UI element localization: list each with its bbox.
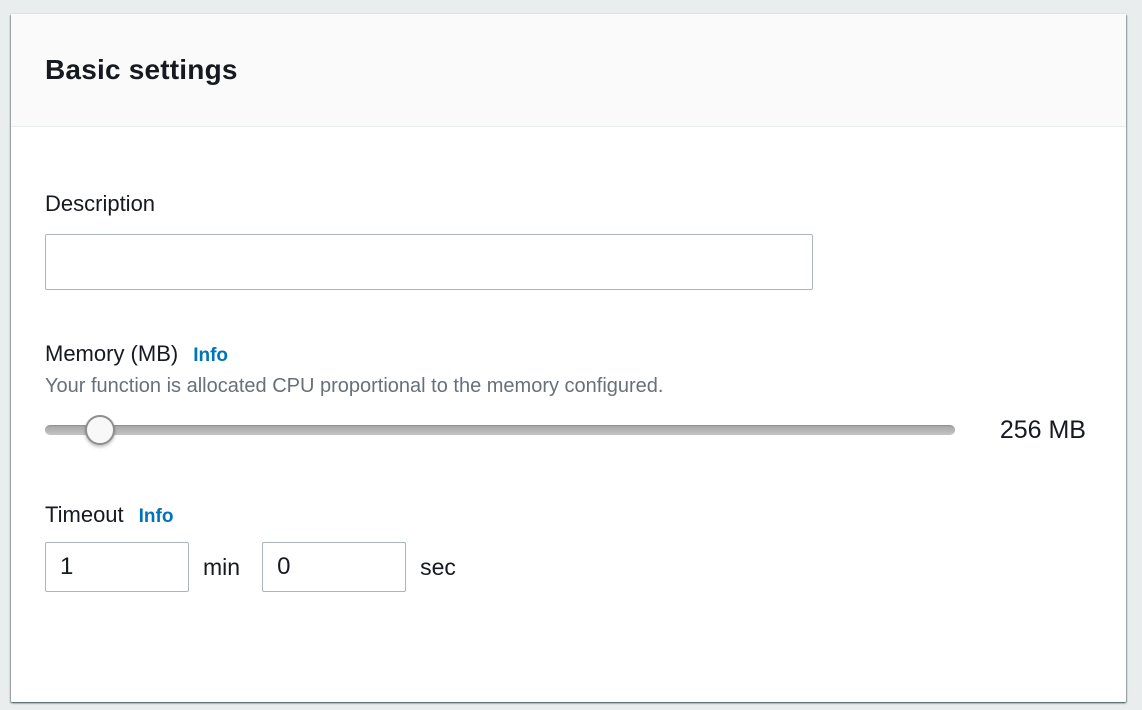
memory-slider[interactable] [45,414,955,446]
card-header: Basic settings [11,14,1126,127]
card-body: Description Memory (MB) Info Your functi… [11,127,1126,592]
description-input[interactable] [45,234,813,290]
memory-info-link[interactable]: Info [193,345,229,366]
memory-value: 256 MB [999,415,1086,444]
timeout-minutes-unit: min [203,553,241,580]
memory-label: Memory (MB) [45,341,179,366]
page-title: Basic settings [45,54,238,85]
timeout-seconds-input[interactable] [262,542,407,592]
slider-thumb[interactable] [84,415,115,445]
timeout-minutes-input[interactable] [45,542,189,592]
memory-field-group: Memory (MB) Info Your function is alloca… [45,341,1086,446]
description-label: Description [45,191,156,216]
description-field-group: Description [45,191,1086,290]
slider-track[interactable] [45,425,955,435]
memory-helper-text: Your function is allocated CPU proportio… [45,375,664,397]
timeout-label: Timeout [45,502,124,527]
timeout-field-group: Timeout Info min sec [45,502,1086,592]
timeout-info-link[interactable]: Info [138,506,174,527]
basic-settings-card: Basic settings Description Memory (MB) I… [11,14,1126,702]
timeout-seconds-unit: sec [420,553,456,580]
